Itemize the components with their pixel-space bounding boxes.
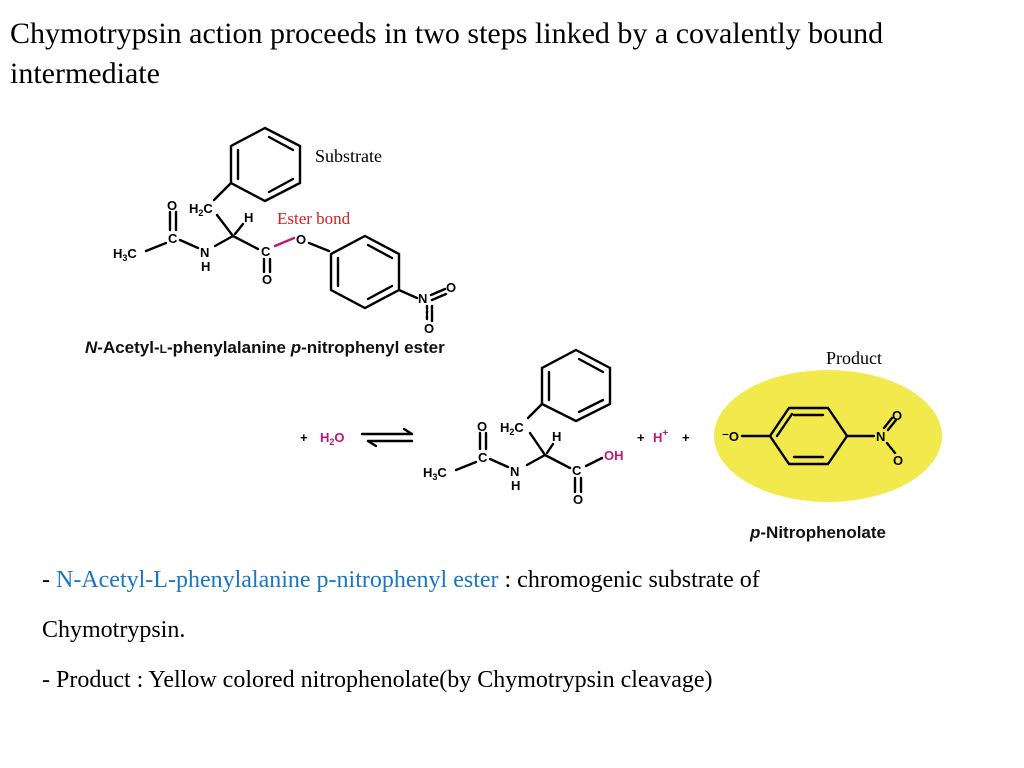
ester-bond-label: Ester bond <box>277 209 351 228</box>
substrate-phenyl-ring <box>229 126 302 203</box>
reaction-diagram: H2C H N H C O H3C C O O <box>85 126 942 542</box>
notes: - N-Acetyl-L-phenylalanine p-nitrophenyl… <box>42 555 1002 705</box>
svg-text:O: O <box>477 419 487 434</box>
svg-text:⁻O: ⁻O <box>722 429 739 444</box>
svg-text:H2C: H2C <box>500 420 524 437</box>
svg-text:O: O <box>893 453 903 468</box>
svg-text:OH: OH <box>604 448 624 463</box>
svg-text:C: C <box>478 450 488 465</box>
svg-text:H: H <box>511 478 520 493</box>
svg-text:N: N <box>510 464 519 479</box>
product-phenyl-ring <box>540 348 612 423</box>
svg-text:O: O <box>167 198 177 213</box>
substrate-label: Substrate <box>315 146 382 166</box>
svg-text:C: C <box>261 244 271 259</box>
product-name: p-Nitrophenolate <box>749 523 886 542</box>
ester-bond-line <box>273 236 296 248</box>
note-line-3: - Product : Yellow colored nitrophenolat… <box>42 667 713 693</box>
plus-sign-2: + <box>637 430 645 445</box>
water-formula: H2O <box>320 430 345 447</box>
plus-sign-1: + <box>300 430 308 445</box>
equilibrium-arrows <box>360 427 414 448</box>
svg-text:C: C <box>572 463 582 478</box>
svg-text:N: N <box>418 291 427 306</box>
product-label: Product <box>826 348 882 368</box>
product-highlight <box>714 370 942 502</box>
svg-text:O: O <box>296 232 306 247</box>
svg-text:H3C: H3C <box>423 465 447 482</box>
plus-sign-3: + <box>682 430 690 445</box>
phenylalanine-product-structure: H2C H N H C O H3C C O OH <box>423 348 624 507</box>
substrate-term: N-Acetyl-L-phenylalanine p-nitrophenyl e… <box>56 567 499 593</box>
svg-text:O: O <box>892 408 902 423</box>
substrate-nitrophenyl-ring <box>329 234 401 310</box>
svg-text:O: O <box>262 272 272 287</box>
note-line-1: - N-Acetyl-L-phenylalanine p-nitrophenyl… <box>42 567 760 593</box>
svg-text:O: O <box>446 280 456 295</box>
svg-text:N: N <box>876 429 885 444</box>
proton: H+ <box>653 428 668 445</box>
svg-text:H: H <box>244 210 253 225</box>
slide-title: Chymotrypsin action proceeds in two step… <box>10 17 884 90</box>
svg-text:N: N <box>200 245 209 260</box>
svg-text:H2C: H2C <box>189 201 213 218</box>
svg-text:O: O <box>424 321 434 336</box>
svg-text:O: O <box>573 492 583 507</box>
svg-text:H: H <box>201 259 210 274</box>
substrate-structure: H2C H N H C O H3C C O O <box>113 126 456 336</box>
substrate-name: N-Acetyl-L-phenylalanine p-nitrophenyl e… <box>85 338 445 357</box>
svg-text:C: C <box>168 231 178 246</box>
note-line-2: Chymotrypsin. <box>42 617 186 643</box>
svg-text:H3C: H3C <box>113 246 137 263</box>
svg-text:H: H <box>552 429 561 444</box>
nitrophenolate-structure: ⁻O N O O <box>722 406 903 468</box>
